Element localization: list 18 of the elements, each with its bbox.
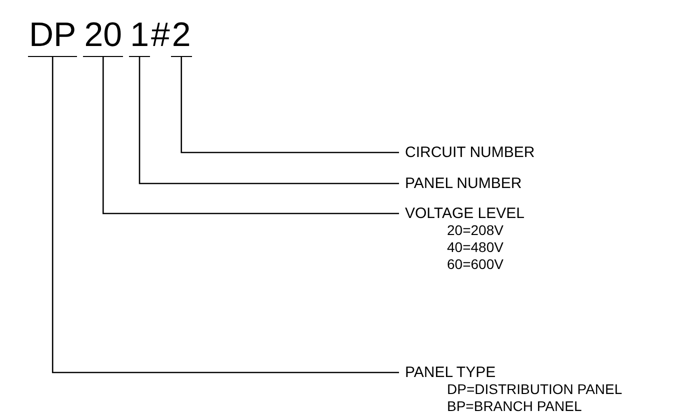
leader-line — [102, 57, 399, 214]
code-value: 40=480V — [447, 239, 504, 256]
leader-line — [52, 57, 399, 374]
leader-line — [138, 57, 399, 184]
leader-line — [180, 57, 399, 154]
code-character: # — [150, 15, 171, 52]
code-segment: 20 — [83, 14, 124, 57]
code-value: 20=208V — [447, 222, 504, 239]
field-heading: VOLTAGE LEVEL — [405, 205, 524, 222]
code-value: DP=DISTRIBUTION PANEL — [447, 381, 622, 398]
code-segment: 2 — [170, 14, 192, 57]
field-heading: PANEL NUMBER — [405, 175, 522, 192]
code-segment: 1 — [129, 14, 150, 57]
field-heading: PANEL TYPE — [405, 364, 497, 381]
field-heading: CIRCUIT NUMBER — [405, 144, 535, 161]
code-value: BP=BRANCH PANEL — [447, 398, 583, 415]
code-value: 60=600V — [447, 256, 504, 273]
code-segment: DP — [28, 14, 78, 57]
